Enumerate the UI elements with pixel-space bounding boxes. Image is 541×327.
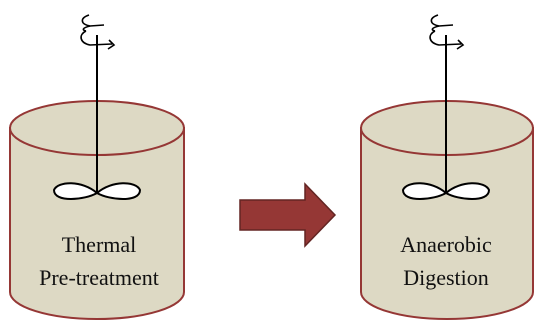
impeller-icon: [401, 182, 491, 200]
tank-thermal-pretreatment: Thermal Pre-treatment: [9, 14, 185, 320]
rotation-arrow-icon: [429, 14, 465, 50]
tank-body: [9, 127, 185, 320]
tank-label-line-2: Digestion: [403, 265, 489, 290]
tank-label-line-1: Thermal: [62, 232, 137, 257]
tank-label-line-1: Anaerobic: [400, 232, 492, 257]
tank-body: [360, 127, 534, 320]
rotation-arrow-icon: [80, 14, 116, 50]
impeller-icon: [52, 182, 142, 200]
tank-anaerobic-digestion: Anaerobic Digestion: [360, 14, 534, 320]
tank-label-line-2: Pre-treatment: [39, 265, 159, 290]
right-arrow-icon: [239, 182, 337, 248]
